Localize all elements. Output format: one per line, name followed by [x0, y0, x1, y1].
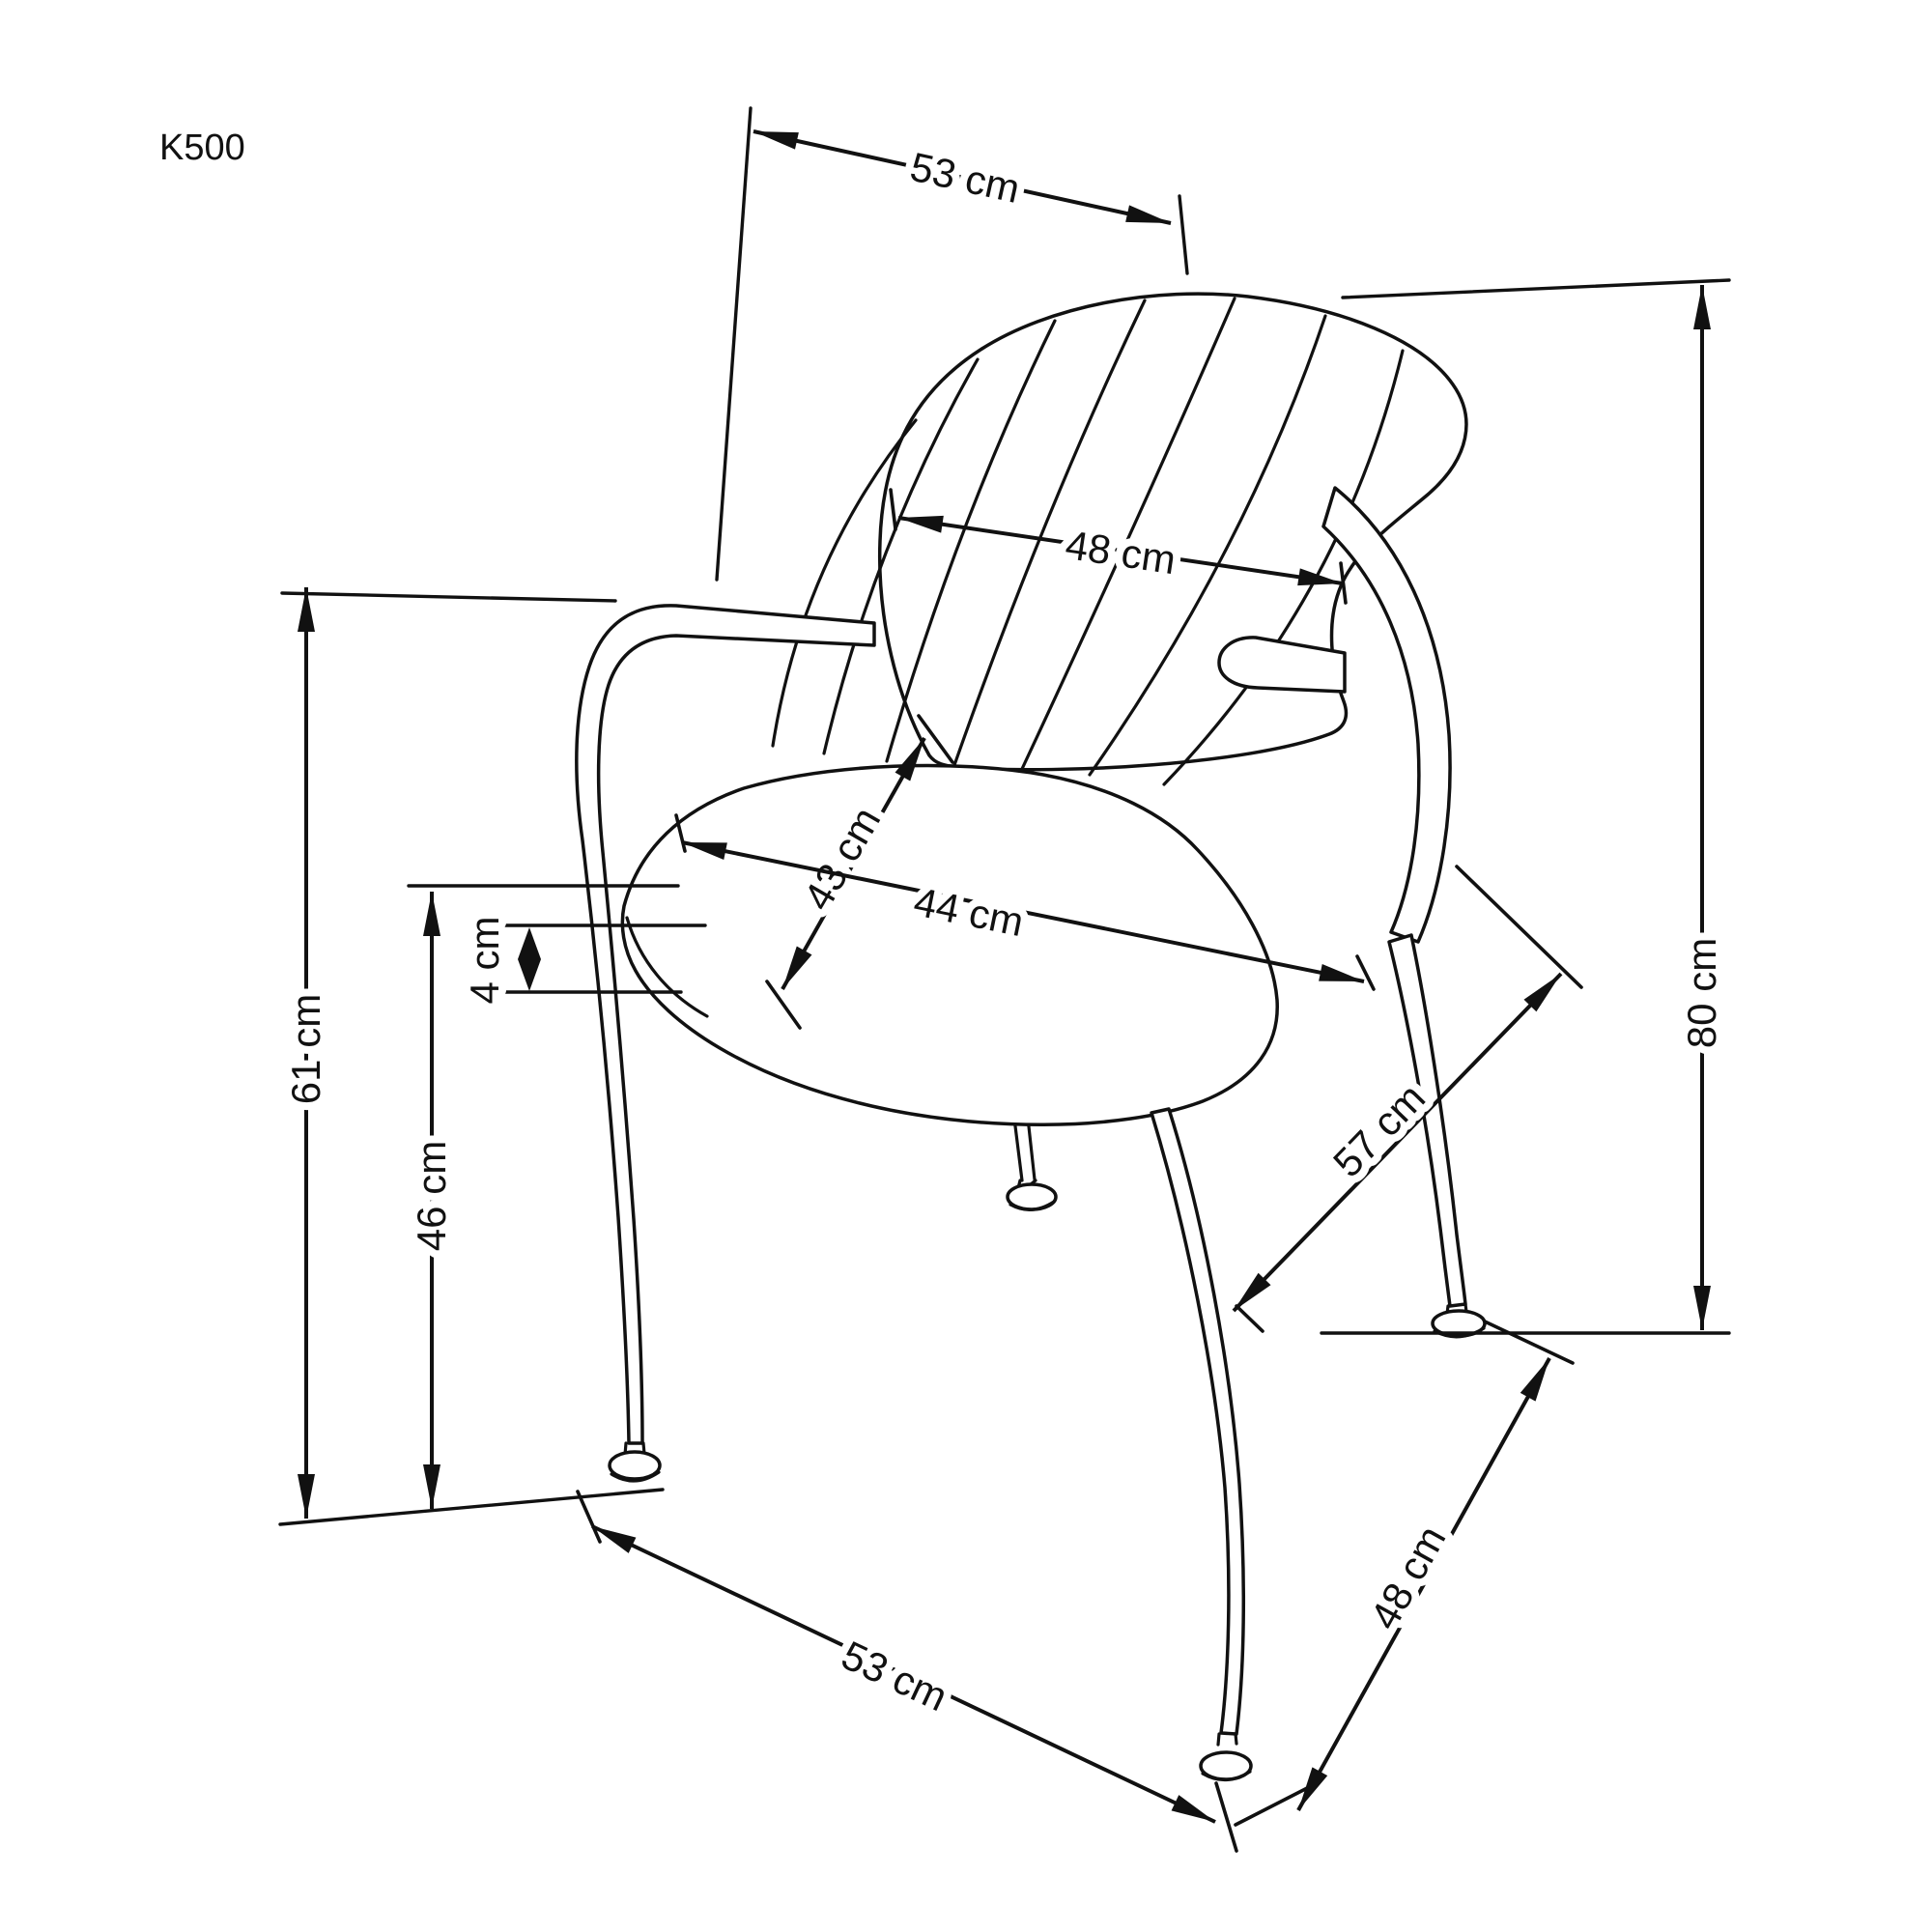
- tick: [1355, 954, 1376, 991]
- dimension-seat-height: 46 cm: [401, 884, 680, 1509]
- tick: [917, 714, 954, 764]
- tick: [1483, 1320, 1575, 1365]
- front-left-foot-disc: [608, 1450, 662, 1481]
- channel-line-2: [822, 357, 980, 755]
- channel-line-1: [771, 418, 918, 748]
- dimension-base-depth: 48 cm: [1234, 1320, 1575, 1827]
- dimension-label-armrest-height: 61 cm: [283, 994, 328, 1104]
- front-left-foot-rim: [610, 1470, 661, 1483]
- extension-line: [280, 591, 617, 603]
- extension-line-ground: [278, 1488, 665, 1526]
- extension-line: [715, 106, 753, 582]
- dimension-armrest-height: 61 cm: [275, 587, 665, 1526]
- dimension-overall-height: 80 cm: [1320, 278, 1732, 1335]
- rear-left-foot-rim: [1009, 1200, 1056, 1211]
- right-armrest: [1217, 486, 1452, 944]
- dimension-label-overall-width-top: 53 cm: [906, 144, 1024, 212]
- dimension-label-base-width: 53 cm: [835, 1632, 954, 1719]
- dimension-line: [753, 129, 1172, 225]
- dimension-overall-width-top: 53 cm: [715, 106, 1189, 582]
- double-arrow-diamond: [518, 927, 541, 991]
- tick: [1235, 1304, 1264, 1333]
- dimension-label-seat-height: 46 cm: [409, 1141, 454, 1251]
- dimension-base-width: 53 cm: [576, 1490, 1238, 1853]
- dimension-label-base-depth: 48 cm: [1361, 1519, 1455, 1637]
- model-label: K500: [159, 128, 245, 168]
- dimension-label-overall-height: 80 cm: [1679, 938, 1724, 1048]
- extension-line: [1455, 865, 1583, 989]
- extension-line: [1178, 194, 1189, 275]
- chair: [575, 292, 1487, 1782]
- seat-edge-crease: [625, 916, 709, 1018]
- left-armrest-front-leg: [575, 604, 876, 1483]
- dimension-cushion-thickness: 4 cm: [454, 908, 707, 1012]
- tick: [889, 488, 897, 531]
- dimension-line: [591, 1524, 1216, 1824]
- dimension-line: [897, 515, 1344, 586]
- front-right-leg-tube: [1150, 1107, 1246, 1736]
- left-armrest-front-leg-tube: [575, 604, 876, 1445]
- tick: [576, 1490, 602, 1544]
- front-right-foot-stem: [1216, 1732, 1238, 1747]
- extension-line: [1341, 278, 1731, 299]
- dimension-line: [1296, 1357, 1551, 1811]
- tick: [765, 980, 802, 1030]
- dimension-line: [681, 840, 1365, 983]
- dimension-line: [1232, 972, 1563, 1313]
- right-armrest-front-end: [1217, 636, 1347, 694]
- dimension-label-cushion-thickness: 4 cm: [462, 916, 507, 1004]
- dimension-label-seat-depth-diagonal: 57 cm: [1324, 1074, 1434, 1185]
- tick: [1214, 1781, 1238, 1853]
- front-right-leg: [1150, 1107, 1253, 1782]
